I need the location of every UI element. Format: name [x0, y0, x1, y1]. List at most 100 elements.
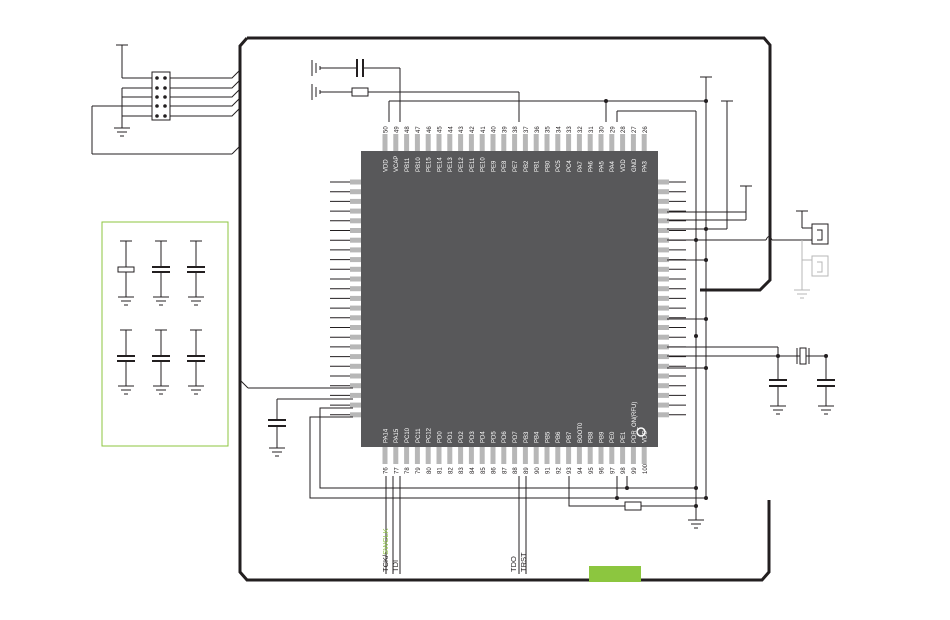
chip-pin-right: [658, 392, 669, 398]
pin-number-top: 40: [492, 126, 498, 133]
chip-pin-top: [522, 134, 528, 151]
chip-pin-top: [587, 134, 593, 151]
chip-pin-bottom: [641, 447, 647, 464]
pin-number-bottom: 95: [589, 467, 595, 474]
chip-pin-left: [350, 228, 361, 233]
pin-number-bottom: 84: [470, 467, 476, 474]
chip-pin-left: [350, 286, 361, 292]
chip-pin-right: [658, 402, 669, 408]
pin-name-bottom: PD0: [437, 431, 443, 443]
chip-pin-left: [350, 354, 361, 360]
pin-number-bottom: 96: [600, 467, 606, 474]
chip-pin-left: [350, 412, 361, 418]
chip-pin-top: [544, 134, 550, 151]
pin-name-bottom: PD4: [481, 431, 487, 443]
chip-pin-top: [533, 134, 539, 151]
pin-name-bottom: PA15: [394, 428, 400, 443]
pin-number-top: 28: [621, 126, 627, 133]
chip-pin-left: [350, 392, 361, 398]
left-pin-wiring: [239, 379, 708, 500]
chip-pin-bottom: [533, 447, 539, 464]
chip-pin-bottom: [555, 447, 561, 464]
pin-number-bottom: 83: [459, 467, 465, 474]
pin-number-bottom: 97: [610, 467, 616, 474]
pin-name-top: PE15: [427, 157, 433, 172]
capacitor: [187, 329, 205, 395]
pin-number-top: 46: [427, 126, 433, 133]
chip-pin-top: [630, 134, 636, 151]
chip-pin-left: [350, 363, 361, 369]
pin-name-bottom: BOOT0: [578, 422, 584, 443]
pin-number-bottom: 88: [513, 467, 519, 474]
pin-name-top: PA3: [643, 160, 649, 172]
pin-number-bottom: 92: [556, 467, 562, 474]
pin-number-bottom: 99: [632, 467, 638, 474]
chip-pin-right: [658, 198, 669, 204]
mcu-chip-body: [361, 151, 658, 447]
pin-number-bottom: 85: [481, 467, 487, 474]
pin-number-top: 43: [459, 126, 465, 133]
svg-text:TCK/SWCLK: TCK/SWCLK: [381, 528, 390, 572]
pin-name-bottom: PD3: [470, 431, 476, 443]
pin-number-top: 39: [502, 126, 508, 133]
chip-pins: [330, 134, 686, 464]
chip-pin-bottom: [490, 447, 496, 464]
chip-pin-right: [658, 257, 669, 263]
chip-pin-right: [658, 237, 669, 243]
pin1-marker: [636, 427, 646, 437]
pin-number-top: 29: [610, 126, 616, 133]
chip-pin-top: [576, 134, 582, 151]
chip-pin-right: [658, 334, 669, 340]
jtag-header: [91, 44, 241, 155]
pin-number-top: 47: [416, 126, 422, 133]
chip-pin-left: [350, 189, 361, 195]
chip-pin-right: [658, 286, 669, 292]
pin-number-bottom: 79: [416, 467, 422, 474]
pin-name-top: PE10: [481, 157, 487, 172]
tdi-label: TDI: [391, 560, 400, 572]
pin-number-bottom: 90: [535, 467, 541, 474]
chip-pin-top: [479, 134, 485, 151]
chip-pin-left: [350, 344, 361, 350]
pin-number-bottom: 86: [492, 467, 498, 474]
pin-name-top: GND: [632, 158, 638, 172]
chip-pin-top: [414, 134, 420, 151]
pin-name-bottom: PD7: [513, 431, 519, 443]
pin-name-top: PE7: [513, 160, 519, 172]
chip-pin-right: [658, 208, 669, 214]
chip-pin-left: [350, 257, 361, 263]
swclk-label: SWCLK: [381, 528, 390, 555]
trst-label: TRST: [519, 552, 528, 572]
pin-name-bottom: PB8: [589, 431, 595, 443]
chip-pin-bottom: [566, 447, 572, 464]
tck-label: TCK/: [381, 554, 390, 572]
pin-name-top: PA5: [599, 160, 605, 172]
pin-name-bottom: PC11: [416, 428, 422, 443]
chip-pin-top: [468, 134, 474, 151]
chip-pin-right: [658, 315, 669, 321]
decoupling-panel: [101, 221, 229, 447]
pin-name-top: PB2: [524, 160, 530, 172]
pin-number-top: 35: [546, 126, 552, 133]
capacitor: [187, 240, 205, 306]
chip-pin-left: [350, 276, 361, 282]
pin-number-top: 38: [513, 126, 519, 133]
pin-number-top: 42: [470, 126, 476, 133]
chip-pin-right: [658, 373, 669, 379]
pin-number-top: 30: [600, 126, 606, 133]
pin-name-top: VCAP: [394, 156, 400, 172]
chip-pin-bottom: [436, 447, 442, 464]
chip-pin-left: [350, 198, 361, 204]
pin-name-top: PB0: [545, 160, 551, 172]
chip-pin-bottom: [587, 447, 593, 464]
chip-pin-top: [458, 134, 464, 151]
chip-pin-bottom: [598, 447, 604, 464]
chip-pin-bottom: [609, 447, 615, 464]
chip-pin-top: [425, 134, 431, 151]
pin-number-bottom: 91: [546, 467, 552, 474]
pin-name-top: PB1: [535, 160, 541, 172]
chip-pin-top: [404, 134, 410, 151]
power-rail-right: [688, 76, 752, 529]
capacitor: [152, 329, 170, 395]
pin-name-top: PA7: [578, 160, 584, 172]
